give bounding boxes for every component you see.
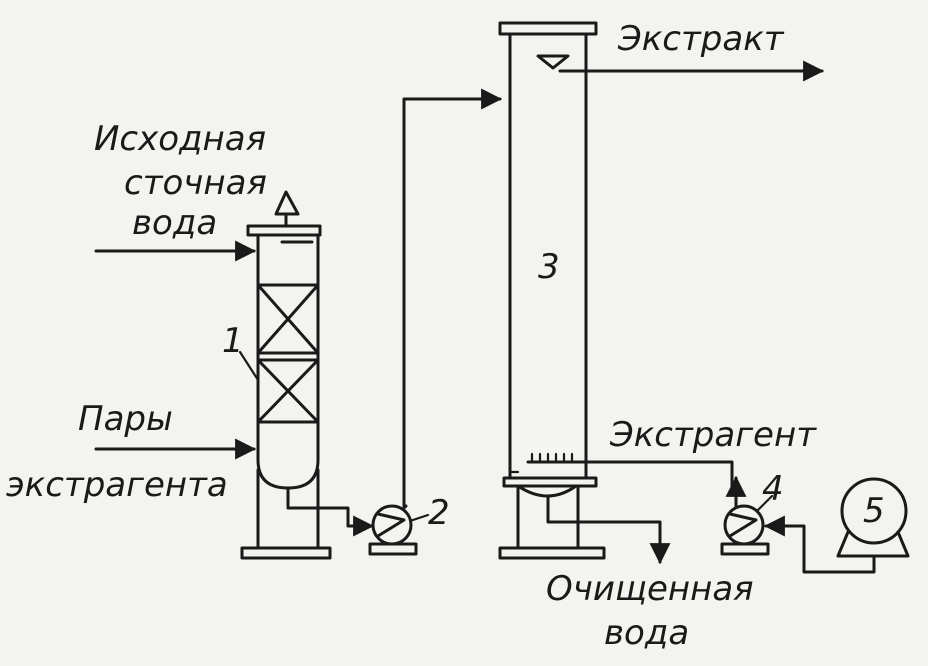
pump-4 (720, 494, 774, 556)
unit-2-number: 2 (428, 493, 450, 533)
extractor-bottom-flange (502, 476, 598, 488)
unit-3-number: 3 (538, 247, 560, 287)
extractor-base (498, 546, 606, 560)
extractor-sparger (526, 452, 588, 464)
extractor-bottom-bowl (516, 484, 578, 498)
vapors-label-line-2: экстрагента (6, 465, 228, 505)
unit-5-number: 5 (863, 491, 885, 531)
unit-4-number: 4 (762, 469, 784, 509)
unit-1-number: 1 (222, 321, 244, 361)
purified-water-label-line-1: Очищенная (546, 569, 754, 609)
source-water-label-line-2: сточная (124, 163, 267, 203)
extractant-label: Экстрагент (610, 415, 817, 455)
stripper-top-flange (246, 224, 322, 237)
pump-2-label-leader (408, 513, 430, 523)
pump-2 (368, 504, 430, 556)
vapors-label-line-1: Пары (78, 399, 173, 439)
stripper-outlet-line (286, 486, 375, 537)
extractor-level-indicator (536, 54, 570, 70)
source-water-label-line-1: Исходная (94, 119, 267, 159)
stripper-packing-upper (256, 283, 320, 355)
stripper-label-leader (238, 350, 260, 382)
extract-label: Экстракт (618, 19, 784, 59)
tank-5 (836, 477, 910, 558)
purified-water-label-line-2: вода (604, 613, 690, 653)
pump-2-to-extractor-line (402, 88, 503, 508)
stripper-vent-arrow (274, 190, 300, 216)
pump-4-label-leader (756, 494, 774, 512)
tank-to-pump-4-line (763, 515, 876, 574)
extractant-feed-line (584, 460, 734, 492)
purified-water-outlet-arrow (546, 496, 671, 565)
stripper-packing-lower (256, 358, 320, 424)
extractor-top-flange (498, 21, 598, 36)
source-water-label-line-3: вода (132, 203, 218, 243)
extractor-column (498, 21, 606, 560)
stripper-column (238, 190, 332, 560)
stripper-base (240, 546, 332, 560)
